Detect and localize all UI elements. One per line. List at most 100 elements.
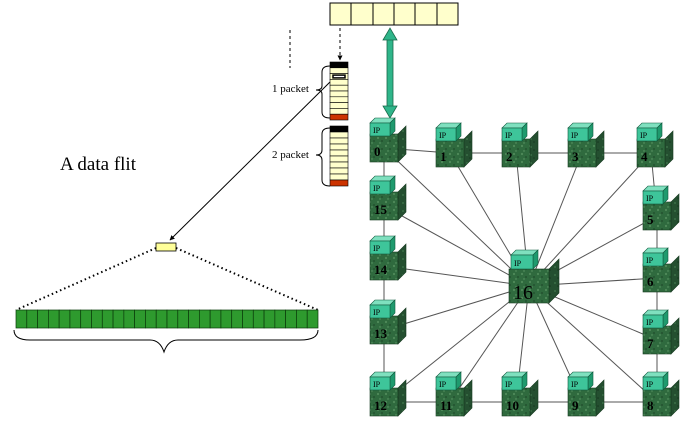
packet-flit xyxy=(329,96,349,103)
ip-label: IP xyxy=(571,380,579,389)
hub-link xyxy=(383,265,530,287)
node-0: IP 0 xyxy=(369,117,407,163)
node-number: 4 xyxy=(641,149,648,164)
flit-bit xyxy=(26,309,38,329)
title-label: A data flit xyxy=(60,154,137,175)
flit-bit xyxy=(263,309,276,329)
packet-flit xyxy=(329,61,349,69)
ip-label: IP xyxy=(646,380,654,389)
packet-flit xyxy=(329,84,349,92)
hub-link xyxy=(383,147,530,287)
ip-block xyxy=(501,127,523,142)
flit-bit xyxy=(220,309,233,329)
ip-block xyxy=(369,180,391,195)
ip-label: IP xyxy=(571,131,579,140)
node-4: IP 4 xyxy=(636,122,674,168)
data-flit-bits xyxy=(15,309,319,329)
hub-link xyxy=(528,285,658,403)
ip-label: IP xyxy=(640,131,648,140)
node-number: 1 xyxy=(440,149,447,164)
flit-bit xyxy=(188,309,200,329)
node-number: 9 xyxy=(572,398,579,413)
expand-line-right xyxy=(175,247,319,311)
hub-link xyxy=(383,285,530,331)
ip-label: IP xyxy=(373,126,381,135)
node-number: 0 xyxy=(374,144,381,159)
node-number: 14 xyxy=(374,262,388,277)
packet-flit xyxy=(329,143,349,151)
ip-block xyxy=(567,127,589,142)
ip-label: IP xyxy=(373,244,381,253)
packet-flit xyxy=(329,67,349,74)
packet-2-label: 2 packet xyxy=(272,149,309,161)
packet-1-column xyxy=(329,61,349,121)
node-number: 12 xyxy=(374,398,387,413)
ip-block xyxy=(369,376,391,391)
flit-bit xyxy=(242,309,254,329)
ip-block xyxy=(567,376,589,391)
packet-1-brace xyxy=(315,65,331,119)
node-number: 10 xyxy=(506,398,519,413)
packet-flit xyxy=(329,125,349,133)
flit-brace xyxy=(13,329,319,354)
ip-block xyxy=(636,127,658,142)
packet-flit xyxy=(329,79,349,86)
flit-bit xyxy=(48,309,60,329)
ip-block xyxy=(642,252,664,267)
ip-label: IP xyxy=(373,380,381,389)
node-8: IP8 xyxy=(642,371,680,417)
packet-flit xyxy=(329,167,349,175)
flit-bit xyxy=(145,309,157,329)
ip-label: IP xyxy=(505,380,513,389)
ip-label: IP xyxy=(439,380,447,389)
node-15: IP 15 xyxy=(369,175,407,221)
ip-label: IP xyxy=(646,194,654,203)
flit-bit xyxy=(58,309,71,329)
flit-bit xyxy=(134,309,146,329)
node-10: IP 10 xyxy=(501,371,539,417)
ip-label: IP xyxy=(373,184,381,193)
flit-bit xyxy=(296,309,308,329)
node-1: IP1 xyxy=(435,122,473,168)
hub-link xyxy=(383,285,530,403)
flit-bit xyxy=(306,309,319,329)
ip-block xyxy=(369,240,391,255)
small-flit xyxy=(155,242,177,252)
packet-flit xyxy=(329,108,349,115)
node-16: IP 16 xyxy=(508,249,560,304)
flit-bit xyxy=(285,309,297,329)
ip-label: IP xyxy=(646,318,654,327)
packet-flit xyxy=(329,131,349,139)
packet-flit xyxy=(329,149,349,157)
flit-pointer-line xyxy=(169,81,331,241)
node-14: IP 14 xyxy=(369,235,407,281)
node-3: IP 3 xyxy=(567,122,605,168)
ip-label: IP xyxy=(646,256,654,265)
packet-flit xyxy=(329,179,349,187)
node-number: 15 xyxy=(374,202,388,217)
node-number: 3 xyxy=(572,149,579,164)
top-buffer xyxy=(329,2,459,26)
flit-bit xyxy=(80,309,92,329)
packet-2-column xyxy=(329,125,349,187)
packet-flit xyxy=(329,173,349,181)
ip-block xyxy=(369,122,391,137)
node-5: IP5 xyxy=(642,185,680,231)
ip-label: IP xyxy=(514,259,522,268)
ip-label: IP xyxy=(505,131,513,140)
ip-block xyxy=(642,314,664,329)
flit-bit xyxy=(252,309,265,329)
flit-bit xyxy=(231,309,243,329)
packet-flit xyxy=(329,161,349,169)
double-arrow-icon xyxy=(382,27,398,119)
ip-block xyxy=(435,127,457,142)
ip-block xyxy=(642,376,664,391)
flit-bit xyxy=(177,309,189,329)
packet-flit xyxy=(329,137,349,145)
node-number: 16 xyxy=(513,282,533,304)
node-number: 13 xyxy=(374,326,388,341)
network-nodes: IP0IP1IP2IP3IP4IP5IP6IP7IP8IP9IP10IP11IP… xyxy=(369,117,680,417)
ip-block xyxy=(642,190,664,205)
